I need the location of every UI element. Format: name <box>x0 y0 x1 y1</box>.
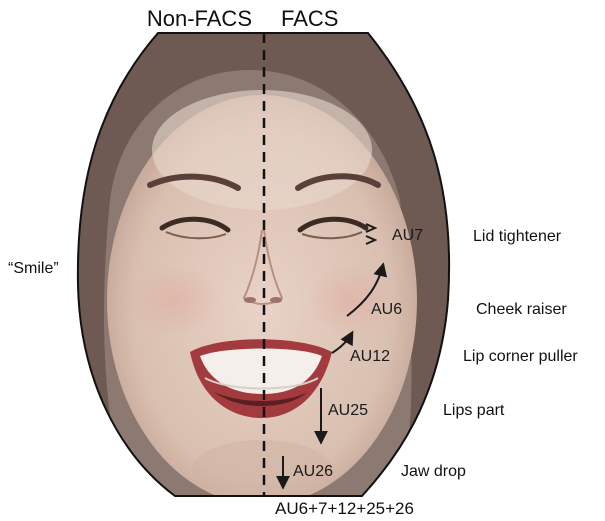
au-code: AU12 <box>350 348 390 365</box>
non-facs-label: “Smile” <box>8 260 59 277</box>
header-facs: FACS <box>281 6 338 31</box>
au-description: Lips part <box>443 402 505 419</box>
au-description: Lid tightener <box>473 228 562 245</box>
au-code: AU6 <box>371 301 402 318</box>
au-code: AU25 <box>328 402 368 419</box>
au-combination: AU6+7+12+25+26 <box>275 499 414 518</box>
au-code: AU26 <box>293 463 333 480</box>
au-description: Cheek raiser <box>476 301 567 318</box>
au-description: Jaw drop <box>401 463 466 480</box>
au-code: AU7 <box>392 227 423 244</box>
header-non-facs: Non-FACS <box>147 6 252 31</box>
au-description: Lip corner puller <box>463 348 578 365</box>
